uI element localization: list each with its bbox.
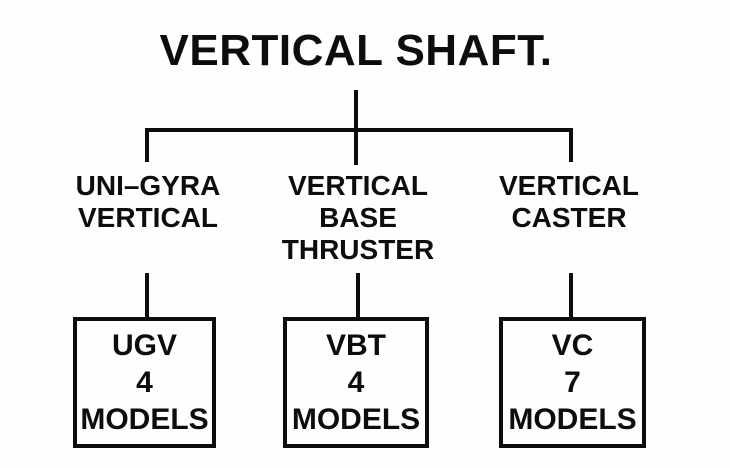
- connector-stub-right: [569, 273, 573, 318]
- model-box-ugv: UGV 4 MODELS: [73, 317, 216, 448]
- diagram-title: VERTICAL SHAFT.: [159, 26, 553, 75]
- model-box-vc: VC 7 MODELS: [499, 317, 646, 448]
- branch-label-line: THRUSTER: [281, 234, 435, 265]
- model-unit: MODELS: [80, 403, 209, 436]
- model-count: 7: [564, 366, 581, 399]
- branch-label-uni-gyra-vertical: UNI–GYRA VERTICAL: [38, 170, 258, 234]
- model-count: 4: [136, 366, 153, 399]
- model-unit: MODELS: [291, 403, 421, 436]
- connector-stub-left: [145, 273, 149, 318]
- connector-drop-left: [145, 128, 149, 162]
- connector-trunk: [354, 90, 358, 165]
- branch-label-line: VERTICAL: [499, 170, 639, 201]
- branch-label-line: VERTICAL: [288, 170, 428, 201]
- connector-crossbar: [145, 128, 573, 132]
- model-code: VBT: [326, 329, 386, 362]
- branch-label-vertical-caster: VERTICAL CASTER: [459, 170, 679, 234]
- branch-label-line: UNI–GYRA: [75, 170, 221, 201]
- model-code: VC: [551, 329, 594, 362]
- model-count: 4: [347, 366, 365, 399]
- connector-stub-middle: [356, 273, 360, 318]
- connector-drop-right: [569, 128, 573, 162]
- model-unit: MODELS: [508, 403, 637, 436]
- branch-label-line: BASE: [319, 202, 397, 233]
- model-box-vbt: VBT 4 MODELS: [283, 317, 429, 448]
- branch-label-line: VERTICAL: [78, 202, 218, 233]
- model-code: UGV: [111, 329, 177, 362]
- branch-label-vertical-base-thruster: VERTICAL BASE THRUSTER: [248, 170, 468, 266]
- branch-label-line: CASTER: [511, 202, 627, 233]
